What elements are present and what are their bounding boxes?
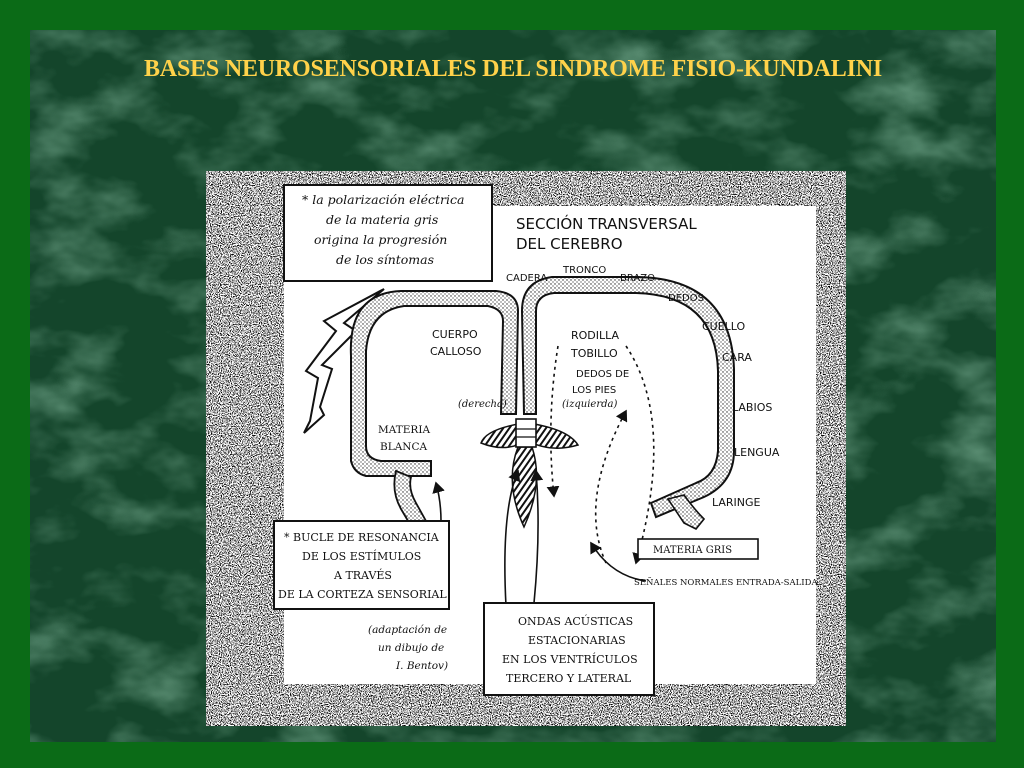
brain-diagram: SECCIÓN TRANSVERSAL DEL CEREBRO * la pol… [206,171,846,726]
label-dedos-pies-2: LOS PIES [572,385,616,396]
label-materia-blanca-2: BLANCA [380,441,427,453]
bucle-line1: * BUCLE DE RESONANCIA [284,531,440,544]
label-tronco: TRONCO [562,265,606,276]
bucle-line2: DE LOS ESTÍMULOS [302,549,421,563]
label-dedos-pies-1: DEDOS DE [576,369,629,380]
label-brazo: BRAZO [620,273,655,284]
bucle-line4: DE LA CORTEZA SENSORIAL [278,588,447,601]
label-cuello: CUELLO [702,320,746,333]
credit-line1: (adaptación de [368,624,447,636]
note-line3: origina la progresión [314,232,447,247]
label-materia-blanca-1: MATERIA [378,424,430,436]
label-tobillo: TOBILLO [570,347,618,360]
section-heading-line1: SECCIÓN TRANSVERSAL [516,214,697,233]
label-labios: LABIOS [732,401,772,414]
slide-title: BASES NEUROSENSORIALES DEL SINDROME FISI… [144,56,882,82]
ondas-line3: EN LOS VENTRÍCULOS [502,652,638,666]
credit-line3: I. Bentov) [395,660,448,672]
note-box [283,184,493,282]
slide-background: BASES NEUROSENSORIALES DEL SINDROME FISI… [30,30,996,742]
label-derecha: (derecha) [458,399,507,410]
arrow-from-ondas [530,469,544,604]
left-hemisphere-cortex [349,290,520,477]
ondas-line1: ONDAS ACÚSTICAS [518,614,633,628]
note-line1: * la polarización eléctrica [302,192,464,207]
label-cuerpo-calloso-2: CALLOSO [430,345,482,358]
label-materia-gris: MATERIA GRIS [653,545,732,556]
label-cadera: CADERA [506,273,547,284]
dotted-arrow-1 [546,345,560,498]
bucle-box [273,520,450,610]
label-cuerpo-calloso-1: CUERPO [432,328,478,341]
section-heading-line2: DEL CEREBRO [516,235,623,253]
note-line2: de la materia gris [326,212,438,227]
lightning-bolt-icon [303,288,385,434]
arrow-senales [590,541,647,582]
materia-gris-box [637,538,759,560]
label-lengua: LENGUA [734,446,780,459]
ondas-line4: TERCERO Y LATERAL [506,672,632,685]
right-lower-loop [666,494,706,531]
label-laringe: LARINGE [712,496,761,509]
ondas-line2: ESTACIONARIAS [528,634,626,647]
label-rodilla: RODILLA [571,329,620,342]
label-dedos: DEDOS [668,293,704,304]
credit-line2: un dibujo de [378,642,444,654]
arrow-to-bucle [504,469,521,607]
ondas-box [483,602,655,696]
dotted-arrow-2 [625,345,655,565]
arrow-materia-blanca [432,481,445,522]
ventricles [480,418,580,529]
note-line4: de los síntomas [336,252,434,267]
bucle-line3: A TRAVÉS [333,568,392,582]
label-senales: SEÑALES NORMALES ENTRADA-SALIDA [634,576,818,588]
label-cara: CARA [722,351,752,364]
label-izquierda: (izquierda) [562,399,617,410]
